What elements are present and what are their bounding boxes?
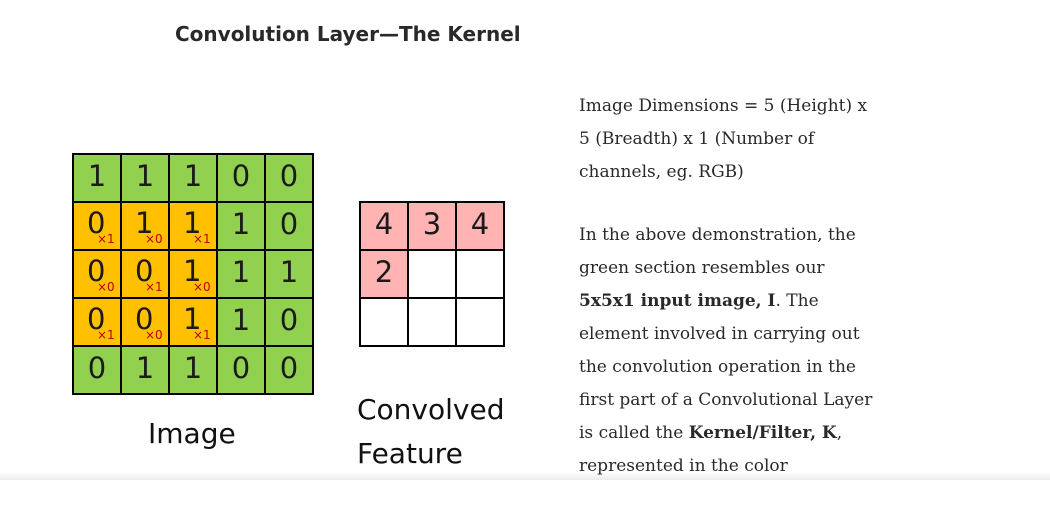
kernel-weight: ×0	[193, 280, 211, 294]
kernel-weight: ×0	[145, 328, 163, 342]
cell-value: 0	[231, 351, 251, 385]
cell-value: 1	[183, 159, 203, 193]
cell-value: 1	[279, 255, 299, 289]
feature-cell: 4	[457, 203, 503, 249]
image-cell: 1	[266, 251, 312, 297]
convolved-caption-line2: Feature	[357, 437, 463, 470]
kernel-weight: ×1	[193, 232, 211, 246]
kernel-cell: 1×0	[170, 251, 216, 297]
cell-value: 1	[231, 303, 251, 337]
bottom-shadow	[0, 472, 1050, 480]
image-cell: 1	[122, 155, 168, 201]
cell-value: 0	[87, 206, 106, 240]
cell-value: 1	[231, 255, 251, 289]
image-cell: 0	[218, 347, 264, 393]
para-text: , represented in the color	[579, 423, 843, 476]
image-cell: 0	[218, 155, 264, 201]
cell-value: 1	[135, 159, 155, 193]
feature-cell: 2	[361, 251, 407, 297]
cell-value: 1	[183, 302, 202, 336]
image-cell: 1	[218, 251, 264, 297]
kernel-weight: ×1	[145, 280, 163, 294]
feature-cell-empty	[361, 299, 407, 345]
cell-value: 1	[231, 207, 251, 241]
kernel-cell: 0×0	[122, 299, 168, 345]
kernel-cell: 1×0	[122, 203, 168, 249]
kernel-cell: 0×1	[122, 251, 168, 297]
kernel-weight: ×1	[97, 328, 115, 342]
image-caption: Image	[148, 417, 236, 450]
cell-value: 0	[87, 351, 107, 385]
feature-cell: 3	[409, 203, 455, 249]
kernel-cell: 1×1	[170, 203, 216, 249]
kernel-weight: ×1	[193, 328, 211, 342]
cell-value: 1	[135, 206, 154, 240]
demonstration-paragraph: In the above demonstration, the green se…	[579, 219, 879, 483]
kernel-weight: ×0	[145, 232, 163, 246]
cell-value: 1	[183, 254, 202, 288]
cell-value: 0	[279, 303, 299, 337]
kernel-cell: 0×1	[74, 299, 120, 345]
cell-value: 0	[279, 351, 299, 385]
input-image-term: 5x5x1 input image, I	[579, 291, 776, 311]
cell-value: 0	[231, 159, 251, 193]
cell-value: 2	[374, 255, 394, 289]
para-text: . The element involved in carrying out t…	[579, 291, 873, 443]
cell-value: 1	[183, 206, 202, 240]
image-cell: 1	[218, 299, 264, 345]
image-cell: 0	[266, 155, 312, 201]
cell-value: 0	[87, 302, 106, 336]
kernel-weight: ×0	[97, 280, 115, 294]
page-title: Convolution Layer—The Kernel	[175, 22, 521, 46]
feature-cell-empty	[409, 299, 455, 345]
image-cell: 1	[218, 203, 264, 249]
cell-value: 0	[279, 207, 299, 241]
kernel-weight: ×1	[97, 232, 115, 246]
para-text: In the above demonstration, the green se…	[579, 225, 856, 278]
image-cell: 0	[266, 347, 312, 393]
cell-value: 0	[87, 254, 106, 288]
cell-value: 1	[135, 351, 155, 385]
feature-cell-empty	[409, 251, 455, 297]
cell-value: 1	[87, 159, 107, 193]
kernel-term: Kernel/Filter, K	[688, 423, 837, 443]
cell-value: 0	[135, 254, 154, 288]
kernel-cell: 0×1	[74, 203, 120, 249]
image-cell: 0	[266, 203, 312, 249]
kernel-cell: 1×1	[170, 299, 216, 345]
image-cell: 0	[74, 347, 120, 393]
image-cell: 1	[74, 155, 120, 201]
convolved-feature-caption: Convolved Feature	[357, 388, 537, 476]
feature-cell-empty	[457, 251, 503, 297]
cell-value: 0	[279, 159, 299, 193]
cell-value: 3	[422, 207, 442, 241]
image-cell: 1	[170, 155, 216, 201]
feature-cell: 4	[361, 203, 407, 249]
convolved-caption-line1: Convolved	[357, 393, 505, 426]
image-dimensions-paragraph: Image Dimensions = 5 (Height) x 5 (Bread…	[579, 96, 868, 182]
cell-value: 4	[374, 207, 394, 241]
feature-cell-empty	[457, 299, 503, 345]
cell-value: 0	[135, 302, 154, 336]
article-text: Image Dimensions = 5 (Height) x 5 (Bread…	[579, 90, 879, 513]
image-cell: 1	[122, 347, 168, 393]
cell-value: 4	[470, 207, 490, 241]
image-cell: 0	[266, 299, 312, 345]
cell-value: 1	[183, 351, 203, 385]
image-cell: 1	[170, 347, 216, 393]
kernel-cell: 0×0	[74, 251, 120, 297]
